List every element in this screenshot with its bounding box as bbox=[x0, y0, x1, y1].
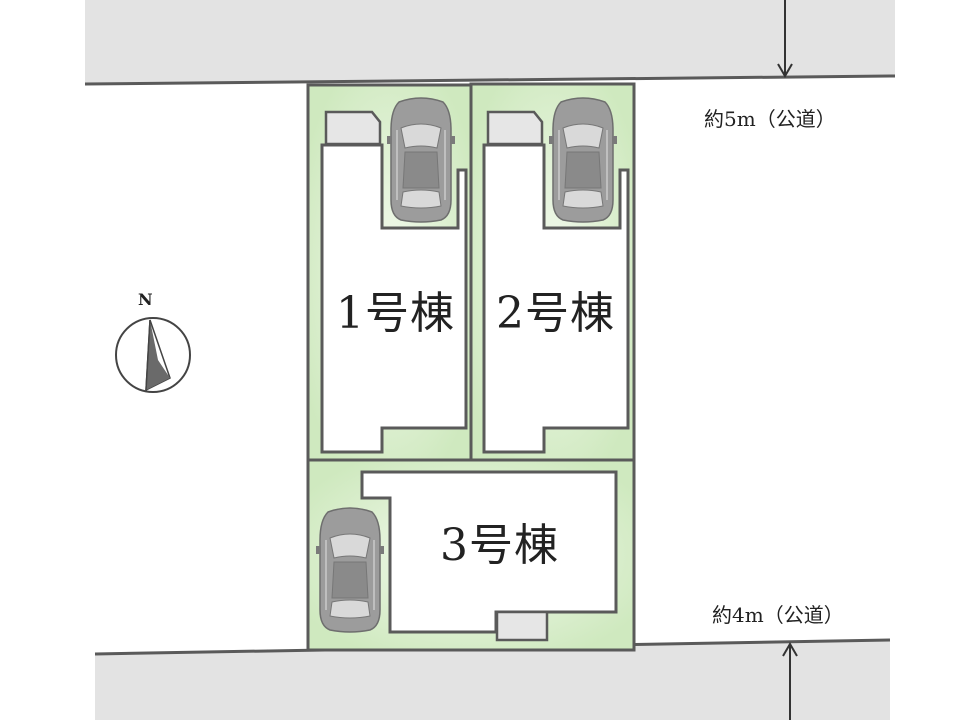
building-2-porch bbox=[486, 110, 544, 146]
building-1-porch bbox=[324, 110, 382, 146]
car-icon-lot-1 bbox=[386, 97, 456, 223]
building-3-porch bbox=[495, 610, 549, 642]
north-arrow-icon: N bbox=[115, 290, 191, 393]
building-1 bbox=[320, 143, 468, 454]
south-road-label: 約4m（公道） bbox=[712, 603, 844, 627]
house-2-label: 2号棟 bbox=[496, 288, 615, 339]
south-road bbox=[95, 640, 890, 720]
compass-north-label: N bbox=[138, 290, 153, 309]
car-icon-lot-2 bbox=[548, 97, 618, 223]
house-3-label: 3号棟 bbox=[440, 520, 559, 571]
car-icon-lot-3 bbox=[315, 507, 385, 633]
north-road-label: 約5m（公道） bbox=[704, 107, 836, 131]
building-2 bbox=[482, 143, 630, 454]
south-road-width-arrow-icon bbox=[782, 642, 798, 720]
house-1-label: 1号棟 bbox=[336, 288, 455, 339]
north-road bbox=[85, 0, 895, 84]
north-road-width-arrow-icon bbox=[777, 0, 793, 78]
north-road-edge bbox=[84, 74, 896, 86]
